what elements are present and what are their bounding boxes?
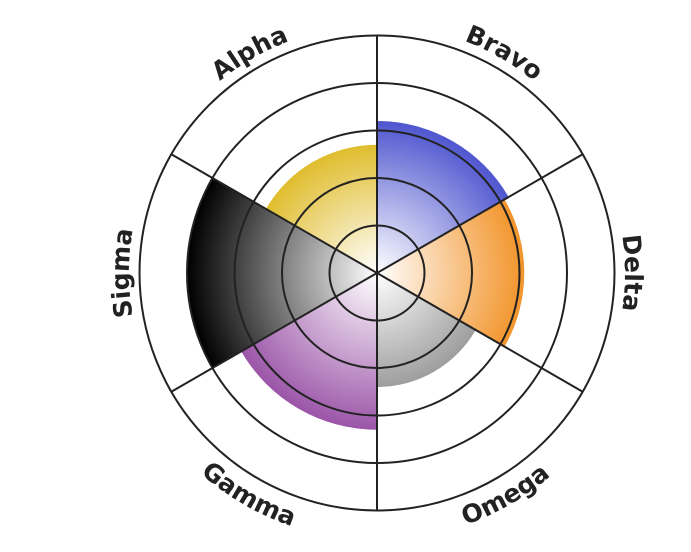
label-sigma: Sigma: [106, 226, 139, 320]
grid-spoke: [170, 272, 378, 393]
grid: [138, 34, 616, 512]
wedge-delta: [377, 199, 525, 347]
label-bravo: Bravo: [462, 19, 549, 86]
wedge-gamma: [241, 273, 377, 430]
grid-spoke: [376, 272, 584, 393]
wedge-bravo: [377, 121, 509, 273]
wedge-omega: [377, 273, 476, 387]
label-omega: Omega: [457, 458, 555, 531]
label-alpha: Alpha: [206, 20, 292, 86]
grid-spoke: [170, 153, 378, 274]
wedge-alpha: [265, 144, 377, 273]
label-gamma: Gamma: [196, 456, 299, 532]
grid-spoke: [376, 153, 584, 274]
label-delta: Delta: [616, 233, 648, 313]
